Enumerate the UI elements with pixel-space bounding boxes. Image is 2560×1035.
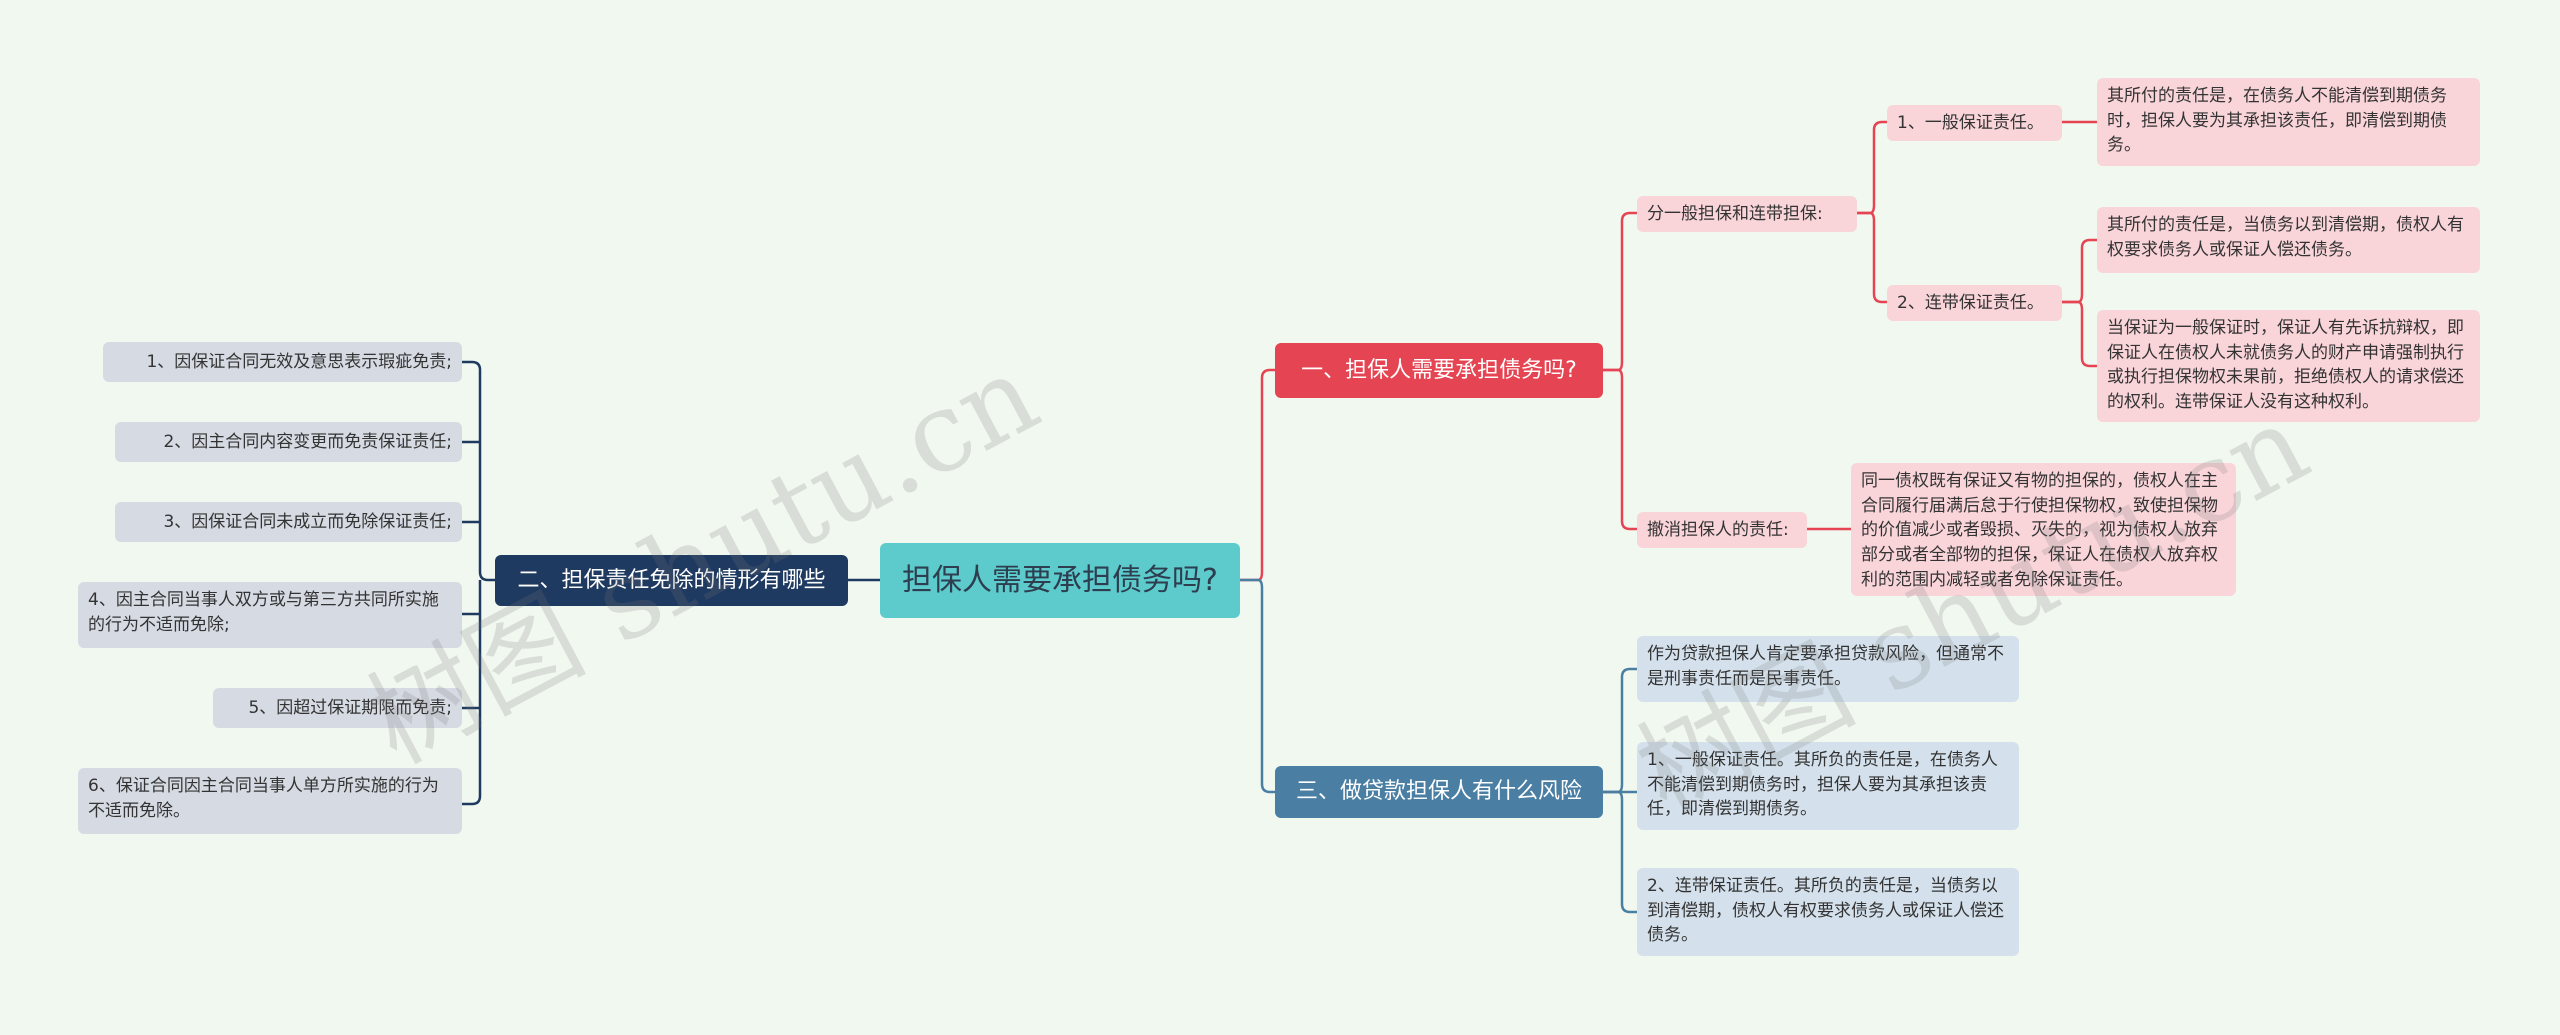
branch3-item-1[interactable]: 作为贷款担保人肯定要承担贷款风险，但通常不是刑事责任而是民事责任。 <box>1637 636 2019 702</box>
connector-branch1-sub1 <box>1603 211 1637 372</box>
center-topic[interactable]: 担保人需要承担债务吗? <box>880 543 1240 618</box>
branch1-sub1-label[interactable]: 分一般担保和连带担保: <box>1637 196 1857 232</box>
branch1-item2-detail2[interactable]: 当保证为一般保证时，保证人有先诉抗辩权，即保证人在债权人未就债务人的财产申请强制… <box>2097 310 2480 422</box>
connector-item2-detail2 <box>2062 300 2097 368</box>
branch2-item-5[interactable]: 5、因超过保证期限而免责; <box>213 688 462 728</box>
connector-branch3-item1 <box>1603 667 1637 794</box>
connector-item2-detail1 <box>2062 238 2097 304</box>
branch3-topic[interactable]: 三、做贷款担保人有什么风险 <box>1275 766 1603 818</box>
branch2-item-1[interactable]: 1、因保证合同无效及意思表示瑕疵免责; <box>103 342 462 382</box>
branch3-item-2[interactable]: 1、一般保证责任。其所负的责任是，在债务人不能清偿到期债务时，担保人要为其承担该… <box>1637 742 2019 830</box>
branch1-item2-label[interactable]: 2、连带保证责任。 <box>1887 285 2062 321</box>
branch1-sub2-detail[interactable]: 同一债权既有保证又有物的担保的，债权人在主合同履行届满后怠于行使担保物权，致使担… <box>1851 463 2236 596</box>
connector-branch2-trunk <box>462 360 495 806</box>
branch1-sub2-label[interactable]: 撤消担保人的责任: <box>1637 512 1807 548</box>
connector-sub1-item2 <box>1857 211 1887 304</box>
branch1-item2-detail1[interactable]: 其所付的责任是，当债务以到清偿期，债权人有权要求债务人或保证人偿还债务。 <box>2097 207 2480 273</box>
branch1-item1-detail[interactable]: 其所付的责任是，在债务人不能清偿到期债务时，担保人要为其承担该责任，即清偿到期债… <box>2097 78 2480 166</box>
branch2-topic[interactable]: 二、担保责任免除的情形有哪些 <box>495 555 848 606</box>
branch3-item-3[interactable]: 2、连带保证责任。其所负的责任是，当债务以到清偿期，债权人有权要求债务人或保证人… <box>1637 868 2019 956</box>
branch2-item-3[interactable]: 3、因保证合同未成立而免除保证责任; <box>115 502 462 542</box>
connector-center-branch3 <box>1240 578 1275 794</box>
connector-center-branch1 <box>1240 368 1275 582</box>
connector-branch3-item3 <box>1603 790 1637 914</box>
branch2-item-2[interactable]: 2、因主合同内容变更而免责保证责任; <box>115 422 462 462</box>
branch2-item-6[interactable]: 6、保证合同因主合同当事人单方所实施的行为不适而免除。 <box>78 768 462 834</box>
branch1-item1-label[interactable]: 1、一般保证责任。 <box>1887 105 2062 141</box>
branch2-item-4[interactable]: 4、因主合同当事人双方或与第三方共同所实施的行为不适而免除; <box>78 582 462 648</box>
branch1-topic[interactable]: 一、担保人需要承担债务吗? <box>1275 343 1603 398</box>
connector-sub1-item1 <box>1857 120 1887 215</box>
connector-branch1-sub2 <box>1603 368 1637 531</box>
